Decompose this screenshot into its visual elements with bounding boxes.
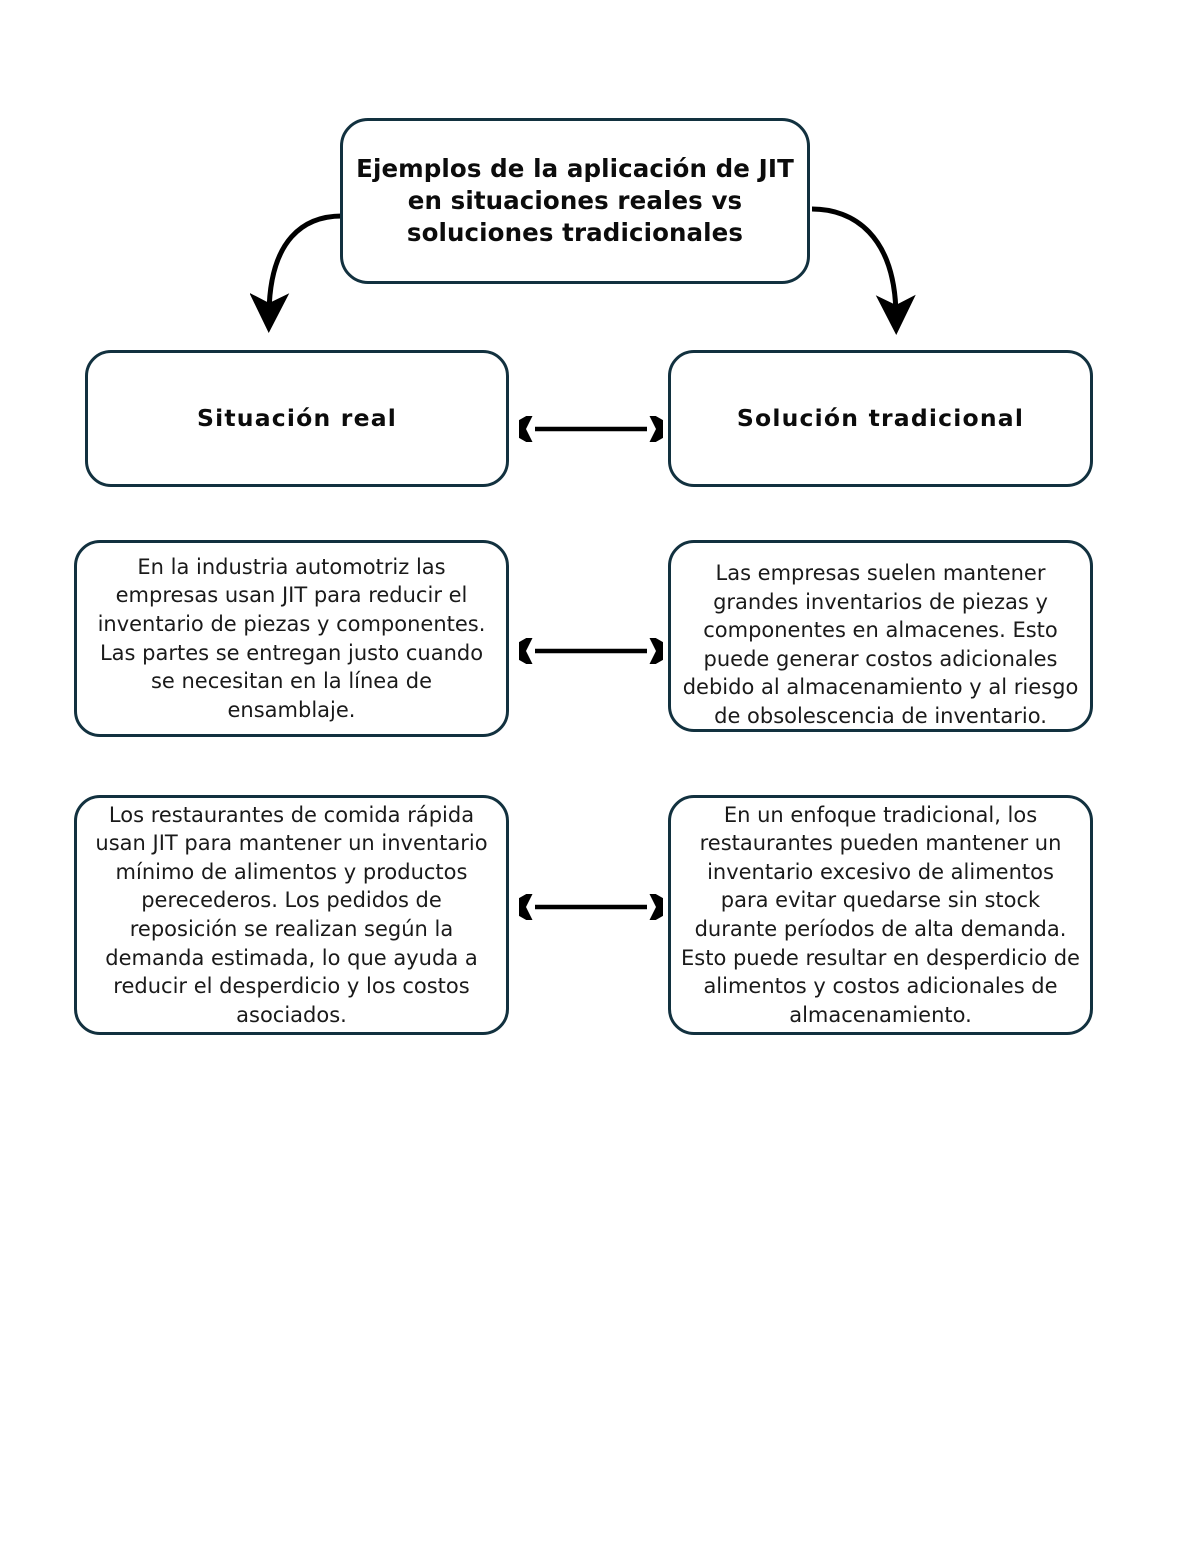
curved-arrow-right xyxy=(811,206,916,335)
node-header-solucion-tradicional[interactable]: Solución tradicional xyxy=(668,350,1093,487)
node-row1-situacion[interactable]: En la industria automotriz las empresas … xyxy=(74,540,509,737)
double-arrow-row2 xyxy=(519,894,663,920)
node-row1-left-text: En la industria automotriz las empresas … xyxy=(97,554,486,722)
double-arrow-row1 xyxy=(519,638,663,664)
node-header-situacion-real[interactable]: Situación real xyxy=(85,350,509,487)
node-row2-left-text: Los restaurantes de comida rápida usan J… xyxy=(95,802,488,1027)
node-row2-situacion[interactable]: Los restaurantes de comida rápida usan J… xyxy=(74,795,509,1035)
node-title-label: Ejemplos de la aplicación de JIT en situ… xyxy=(356,153,794,248)
node-header-right-label: Solución tradicional xyxy=(736,404,1025,433)
node-row1-solucion[interactable]: Las empresas suelen mantener grandes inv… xyxy=(668,540,1093,732)
node-header-left-label: Situación real xyxy=(196,404,398,433)
node-row2-right-text: En un enfoque tradicional, los restauran… xyxy=(681,802,1080,1027)
node-row2-solucion[interactable]: En un enfoque tradicional, los restauran… xyxy=(668,795,1093,1035)
node-row1-right-text: Las empresas suelen mantener grandes inv… xyxy=(682,561,1079,728)
node-title[interactable]: Ejemplos de la aplicación de JIT en situ… xyxy=(340,118,810,284)
double-arrow-headers xyxy=(519,416,663,442)
